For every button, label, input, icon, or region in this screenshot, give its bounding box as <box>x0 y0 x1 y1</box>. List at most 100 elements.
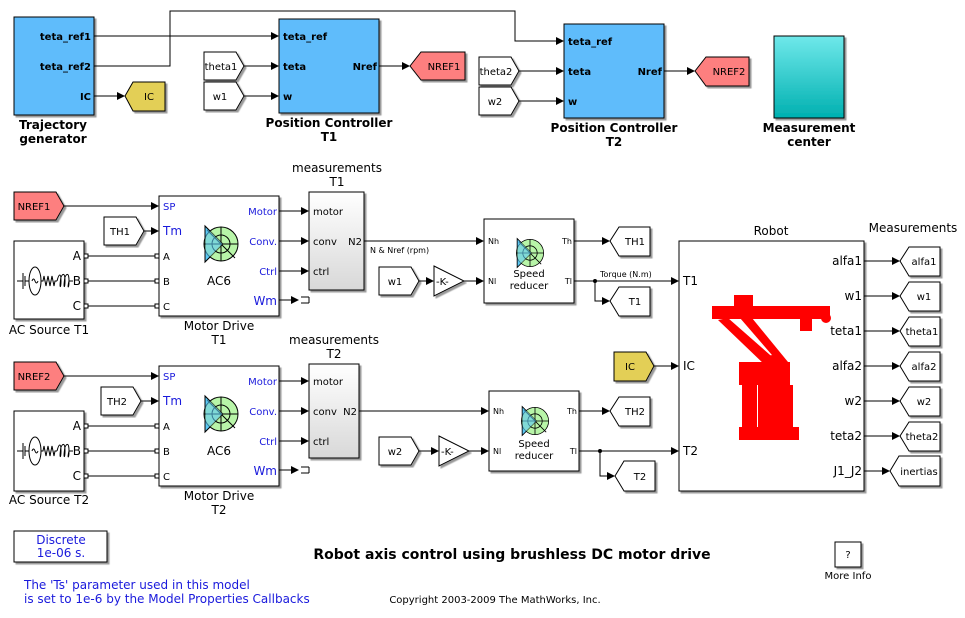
svg-text:NREF1: NREF1 <box>428 62 461 73</box>
port-teta-ref1: teta_ref1 <box>40 32 91 43</box>
goto-t2[interactable]: T2 <box>614 460 656 492</box>
port-j1-j2: J1_J2 <box>833 464 862 478</box>
position-controller-t2[interactable]: teta_ref teta w Nref Position Controller… <box>551 23 678 149</box>
svg-text:-K-: -K- <box>441 447 454 458</box>
port-ctrl: Ctrl <box>259 267 277 278</box>
port-c: C <box>163 302 170 313</box>
port-n2: N2 <box>348 237 362 248</box>
gain-block[interactable]: -K- <box>433 265 466 297</box>
svg-text:T1: T1 <box>628 297 641 308</box>
gain-block[interactable]: -K- <box>438 435 471 467</box>
svg-text:w2: w2 <box>917 397 932 408</box>
port-a: A <box>163 422 170 433</box>
port-a: A <box>73 249 82 263</box>
goto-ic[interactable]: IC <box>124 81 166 112</box>
from-th2[interactable]: TH2 <box>100 386 142 416</box>
port-teta2: teta2 <box>830 429 862 443</box>
speed-reducer-t1[interactable]: Nh Nl Th Tl Speed reducer <box>483 218 575 304</box>
powergui-block[interactable]: Discrete 1e-06 s. <box>13 530 108 563</box>
from-ic[interactable]: IC <box>613 351 655 382</box>
block-label: Position Controller <box>266 116 393 130</box>
goto-alfa2[interactable]: alfa2 <box>899 351 941 382</box>
motor-drive-t1[interactable]: SP Tm A B C Motor Conv. Ctrl Wm AC6 Moto… <box>158 195 280 347</box>
from-theta2[interactable]: theta2 <box>478 56 520 86</box>
from-w1[interactable]: w1 <box>203 81 245 111</box>
goto-inertias[interactable]: inertias <box>889 455 941 487</box>
from-theta1[interactable]: theta1 <box>203 51 245 81</box>
goto-th2[interactable]: TH2 <box>609 396 651 427</box>
block-label: Trajectory <box>19 118 87 132</box>
model-label: AC6 <box>207 444 231 458</box>
measurements-t2-block[interactable]: measurements T2 motor conv ctrl N2 <box>289 333 379 459</box>
svg-text:w1: w1 <box>917 292 932 303</box>
block-label: reducer <box>510 281 549 292</box>
port-ctrl: ctrl <box>313 437 329 448</box>
goto-theta1[interactable]: theta1 <box>899 316 941 347</box>
from-nref2[interactable]: NREF2 <box>13 361 65 391</box>
goto-w2[interactable]: w2 <box>899 386 941 417</box>
more-info-button[interactable]: ? More Info <box>825 541 872 582</box>
trajectory-generator-block[interactable]: teta_ref1 teta_ref2 IC Trajectory genera… <box>13 16 95 146</box>
svg-text:inertias: inertias <box>900 467 937 478</box>
block-label: Measurement <box>763 121 856 135</box>
from-th1[interactable]: TH1 <box>103 216 145 246</box>
svg-text:TH1: TH1 <box>624 237 645 248</box>
port-w2: w2 <box>845 394 862 408</box>
port-b: B <box>73 274 81 288</box>
port-c: C <box>73 469 81 483</box>
ac-source-t2[interactable]: A B C AC Source T2 <box>9 410 89 507</box>
from-w2-speed[interactable]: w2 <box>378 436 420 466</box>
robot-block[interactable]: Robot T1 IC T2 alfa1 w1 teta1 alfa2 w2 t… <box>678 224 865 492</box>
goto-nref2[interactable]: NREF2 <box>694 56 750 87</box>
motor-drive-t2[interactable]: SP Tm A B C Motor Conv. Ctrl Wm AC6 Moto… <box>158 365 280 517</box>
port-w1: w1 <box>845 289 862 303</box>
terminator-icon <box>301 466 310 474</box>
goto-w1[interactable]: w1 <box>899 281 941 312</box>
from-w1-speed[interactable]: w1 <box>378 266 420 296</box>
svg-text:w1: w1 <box>388 277 403 288</box>
block-label: Speed <box>518 439 549 450</box>
svg-text:theta1: theta1 <box>906 327 939 338</box>
port-teta: teta <box>568 67 591 78</box>
port-t1: T1 <box>682 274 698 288</box>
port-teta: teta <box>283 62 306 73</box>
port-sp: SP <box>163 372 175 383</box>
from-w2[interactable]: w2 <box>478 86 520 116</box>
svg-text:TH2: TH2 <box>624 407 645 418</box>
svg-text:TH2: TH2 <box>106 397 127 408</box>
svg-text:IC: IC <box>144 92 154 103</box>
svg-text:IC: IC <box>625 362 635 373</box>
goto-nref1[interactable]: NREF1 <box>409 51 466 81</box>
block-title: Robot <box>754 224 789 238</box>
port-ctrl: ctrl <box>313 267 329 278</box>
svg-text:theta2: theta2 <box>906 432 939 443</box>
port-a: A <box>163 252 170 263</box>
goto-th1[interactable]: TH1 <box>609 226 651 257</box>
ts-note: is set to 1e-6 by the Model Properties C… <box>24 592 310 606</box>
svg-text:More Info: More Info <box>825 571 872 582</box>
ac-source-t1[interactable]: A B C AC Source T1 <box>9 240 89 337</box>
svg-text:Discrete: Discrete <box>36 533 86 547</box>
measurement-center-block[interactable]: Measurement center <box>763 35 856 149</box>
port-th: Th <box>566 407 577 416</box>
port-b: B <box>163 447 170 458</box>
port-c: C <box>163 472 170 483</box>
speed-reducer-t2[interactable]: Nh Nl Th Tl Speed reducer <box>488 390 580 472</box>
svg-text:NREF2: NREF2 <box>713 67 746 78</box>
port-b: B <box>163 277 170 288</box>
port-alfa1: alfa1 <box>832 254 862 268</box>
port-nl: Nl <box>493 447 501 456</box>
goto-theta2[interactable]: theta2 <box>899 421 941 452</box>
measurements-t1-block[interactable]: measurements T1 motor conv ctrl N2 <box>292 161 382 291</box>
port-tm: Tm <box>162 224 182 238</box>
goto-alfa1[interactable]: alfa1 <box>899 246 941 277</box>
port-teta-ref2: teta_ref2 <box>40 62 91 73</box>
svg-text:NREF2: NREF2 <box>18 372 51 383</box>
goto-t1[interactable]: T1 <box>609 286 651 317</box>
block-label: Position Controller <box>551 121 678 135</box>
position-controller-t1[interactable]: teta_ref teta w Nref Position Controller… <box>266 18 393 144</box>
from-nref1[interactable]: NREF1 <box>13 191 65 221</box>
port-motor: Motor <box>248 207 278 218</box>
svg-text:alfa2: alfa2 <box>912 362 937 373</box>
